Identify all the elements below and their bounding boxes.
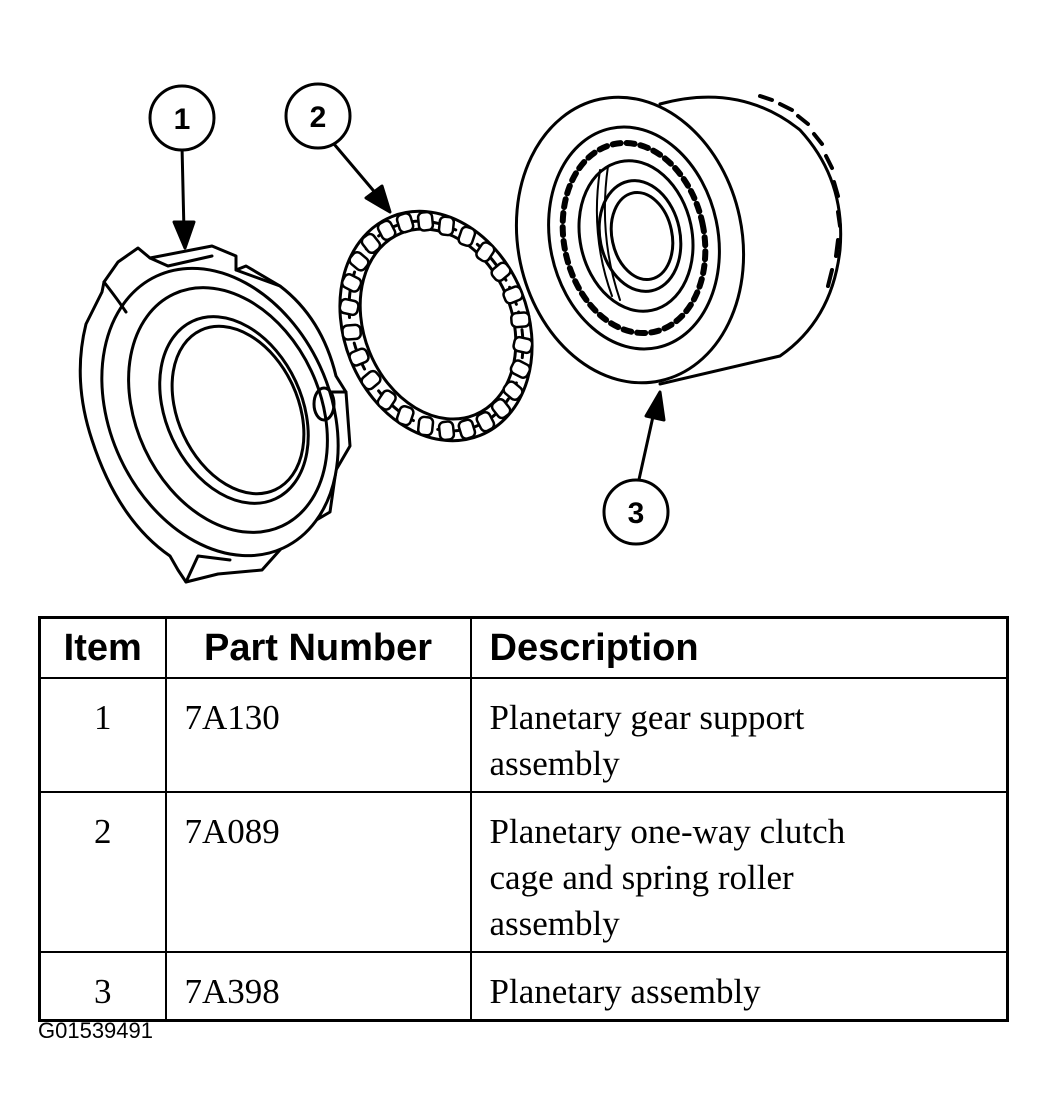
parts-illustration: 1 2 3 [78,82,843,584]
roller-cell [437,215,456,237]
roller-cell [416,415,435,437]
roller-cell [510,311,531,329]
roller-cell [376,389,397,411]
callout-1: 1 [148,84,216,152]
callout-1-label: 1 [174,103,191,136]
row-item: 2 [38,791,167,953]
table-row: 3 7A398 Planetary assembly [38,951,1009,1022]
roller-cell [457,225,477,247]
roller-cell [376,219,397,242]
roller-cell [340,273,363,293]
header-item: Item [38,616,167,679]
row-part-number: 7A398 [164,951,472,1022]
roller-cell [437,420,456,442]
planetary-assembly-drawing [514,94,843,386]
row-description: Planetary assembly [469,951,1009,1022]
roller-cell [490,397,512,420]
callout-2: 2 [284,82,352,150]
header-description: Description [469,616,1009,679]
roller-cell [416,210,435,232]
roller-cell [395,405,415,427]
roller-cell [341,323,362,341]
roller-cell [475,410,496,433]
table-row: 1 7A130 Planetary gear support assembly [38,677,1009,793]
roller-cell [395,212,415,234]
description-line: Planetary assembly [489,972,761,1011]
roller-cell [360,232,382,255]
planetary-gear-support-drawing [78,244,352,584]
description-line: Planetary one-way clutch [489,812,846,851]
row-item: 1 [38,677,167,793]
row-description: Planetary gear support assembly [469,677,1009,793]
row-item: 3 [38,951,167,1022]
one-way-clutch-cage-drawing [338,209,534,443]
roller-cell [490,261,512,283]
table-header-row: Item Part Number Description [38,616,1009,679]
header-part-number: Part Number [164,616,472,679]
figure-id: G01539491 [38,1018,153,1043]
roller-cell [360,369,382,391]
table-row: 2 7A089 Planetary one-way clutch cage an… [38,791,1009,953]
description-line: assembly [489,744,620,783]
parts-table: Item Part Number Description 1 7A130 Pla… [38,616,1009,1022]
callout-3: 3 [602,478,670,546]
row-description: Planetary one-way clutch cage and spring… [469,791,1009,953]
roller-cell [338,297,360,317]
roller-cell [502,285,524,305]
description-line: cage and spring roller [489,858,794,897]
row-part-number: 7A089 [164,791,472,953]
leader-line-3 [636,390,666,486]
roller-cell [509,359,532,379]
leader-line-2 [332,142,392,214]
callout-2-label: 2 [310,101,327,134]
leader-line-1 [172,144,196,250]
roller-cell [502,380,524,402]
row-part-number: 7A130 [164,677,472,793]
roller-cell [457,418,477,440]
roller-cell [348,347,370,367]
callout-3-label: 3 [628,497,645,530]
roller-cell [512,335,534,355]
roller-cell [348,250,370,272]
roller-cell [475,241,496,263]
description-line: Planetary gear support [489,698,805,737]
description-line: assembly [489,904,620,943]
